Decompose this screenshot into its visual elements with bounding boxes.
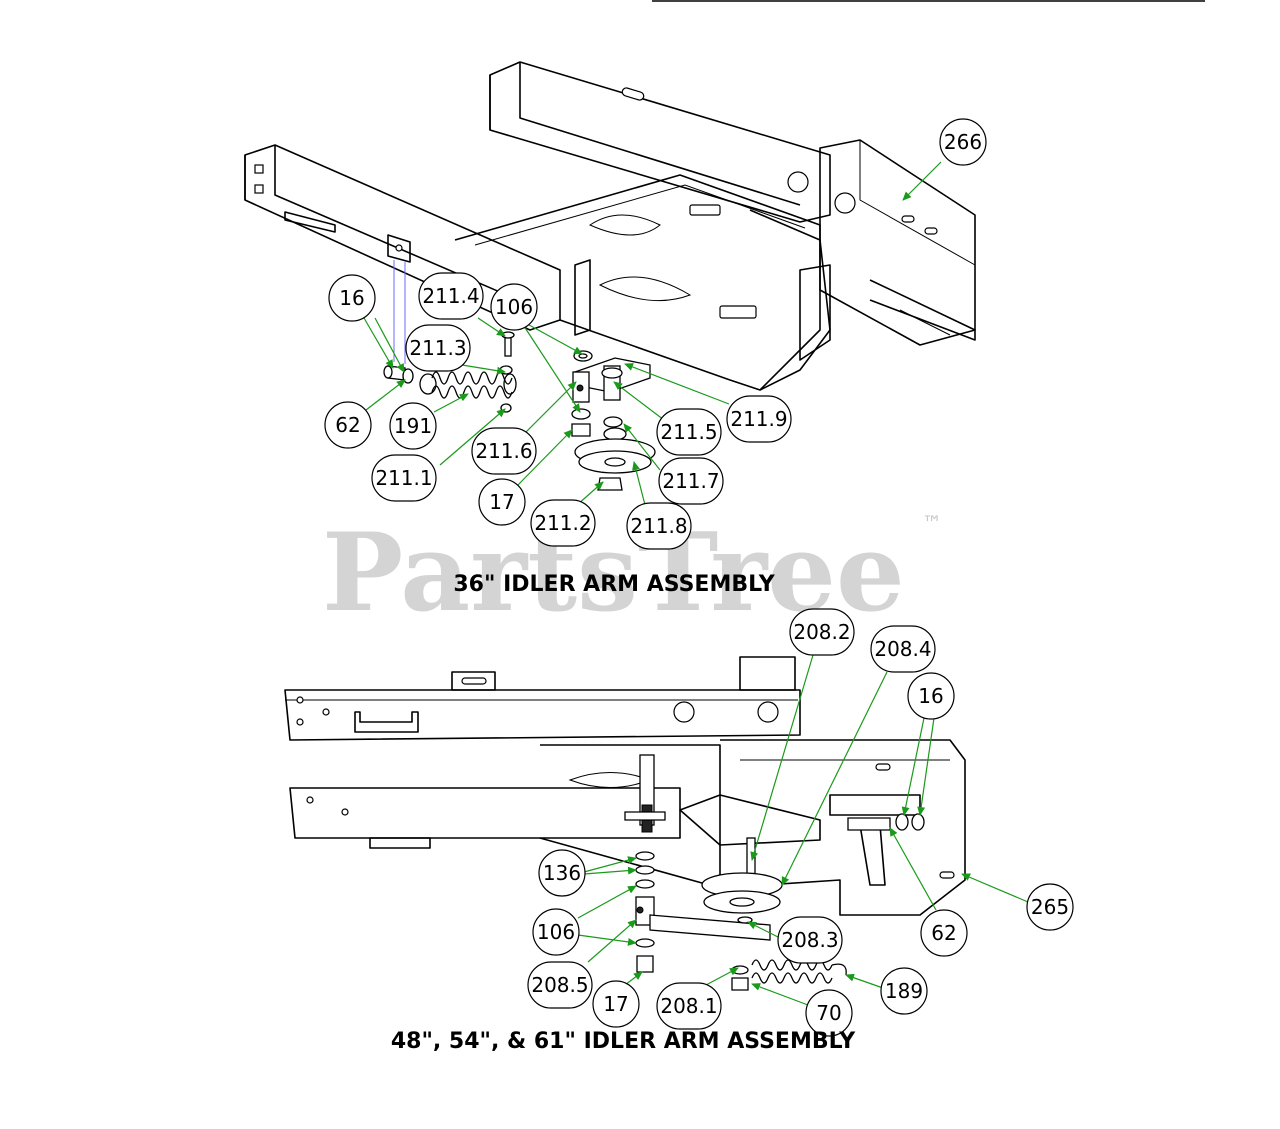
callout-106-top <box>490 283 538 331</box>
callout-136 <box>538 849 586 897</box>
callout-16-bottom <box>907 672 955 720</box>
callouts-bottom: 208.2 208.4 16 136 106 208.5 17 208.1 20… <box>527 608 1074 1037</box>
pulley-36 <box>574 438 656 474</box>
hardware-36 <box>499 331 627 491</box>
svg-text:211.4: 211.4 <box>422 284 479 308</box>
svg-text:191: 191 <box>394 414 432 438</box>
callout-189 <box>880 967 928 1015</box>
svg-text:17: 17 <box>489 490 514 514</box>
callout-211-2 <box>530 499 596 547</box>
svg-text:208.2: 208.2 <box>793 620 850 644</box>
svg-text:211.2: 211.2 <box>534 511 591 535</box>
svg-text:189: 189 <box>885 979 923 1003</box>
callout-208-3 <box>777 916 843 964</box>
svg-text:136: 136 <box>543 861 581 885</box>
svg-text:70: 70 <box>816 1001 841 1025</box>
callout-211-1 <box>371 454 437 502</box>
svg-text:211.9: 211.9 <box>730 407 787 431</box>
svg-text:62: 62 <box>931 921 956 945</box>
svg-text:106: 106 <box>495 295 533 319</box>
svg-text:208.4: 208.4 <box>874 637 931 661</box>
svg-text:211.3: 211.3 <box>409 336 466 360</box>
spring-36 <box>383 365 517 399</box>
svg-text:208.1: 208.1 <box>660 994 717 1018</box>
svg-text:211.7: 211.7 <box>662 469 719 493</box>
frame-48-54-61 <box>284 656 966 916</box>
callout-70 <box>805 989 853 1037</box>
svg-text:62: 62 <box>335 413 360 437</box>
callout-266 <box>939 118 987 166</box>
callout-208-2 <box>789 608 855 656</box>
idler-arm-36 <box>572 357 651 403</box>
caption-48-54-61-idler-arm: 48", 54", & 61" IDLER ARM ASSEMBLY <box>391 1029 856 1054</box>
callout-62-bottom <box>920 909 968 957</box>
callout-211-7 <box>658 457 724 505</box>
svg-text:211.5: 211.5 <box>660 420 717 444</box>
frame-36 <box>244 61 976 391</box>
caption-36-idler-arm: 36" IDLER ARM ASSEMBLY <box>453 572 775 597</box>
svg-text:16: 16 <box>339 286 364 310</box>
callout-17-bottom <box>592 980 640 1028</box>
watermark-trademark: ™ <box>922 511 942 535</box>
callout-62-top <box>324 401 372 449</box>
callout-191 <box>389 402 437 450</box>
svg-text:106: 106 <box>537 920 575 944</box>
callout-211-4 <box>418 272 484 320</box>
svg-text:208.3: 208.3 <box>781 928 838 952</box>
callout-211-5 <box>656 408 722 456</box>
callout-211-6 <box>471 427 537 475</box>
svg-text:17: 17 <box>603 992 628 1016</box>
callout-208-5 <box>527 961 593 1009</box>
callout-265 <box>1026 883 1074 931</box>
callout-211-3 <box>405 324 471 372</box>
pulley-48 <box>701 872 783 914</box>
callouts-top: 266 16 211.4 106 211.3 62 191 211.1 211.… <box>324 118 987 550</box>
callout-106-bottom <box>532 908 580 956</box>
svg-text:208.5: 208.5 <box>531 973 588 997</box>
callout-208-4 <box>870 625 936 673</box>
svg-text:265: 265 <box>1031 895 1069 919</box>
callout-208-1 <box>656 982 722 1030</box>
svg-text:16: 16 <box>918 684 943 708</box>
svg-text:211.6: 211.6 <box>475 439 532 463</box>
callout-211-8 <box>626 502 692 550</box>
callout-17-top <box>478 478 526 526</box>
svg-text:211.1: 211.1 <box>375 466 432 490</box>
callout-211-9 <box>726 395 792 443</box>
svg-text:266: 266 <box>944 130 982 154</box>
callout-16-top <box>328 274 376 322</box>
svg-text:211.8: 211.8 <box>630 514 687 538</box>
